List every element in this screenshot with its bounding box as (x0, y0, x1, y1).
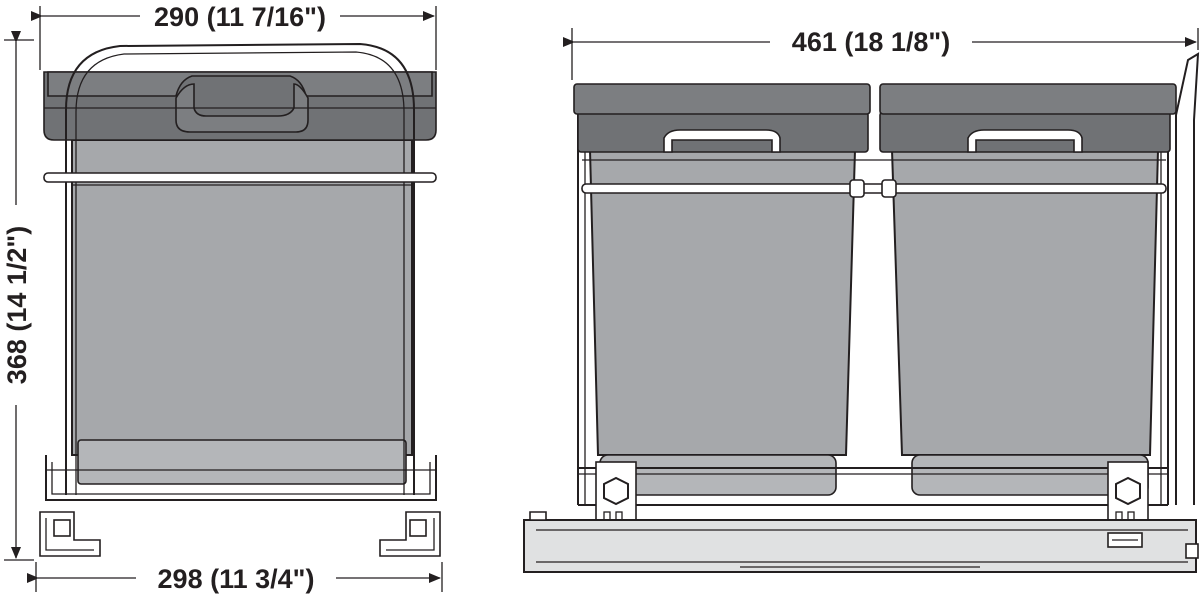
right-base-tray (523, 519, 1197, 573)
right-lid-right-handle (967, 129, 1083, 153)
left-rail-rod (43, 172, 437, 183)
dim-bottom-width-left: 298 (11 3/4") (158, 564, 315, 594)
dim-top-width-left: 290 (11 7/16") (154, 2, 326, 32)
right-pull-handle (1175, 52, 1200, 505)
right-bin-left (588, 149, 857, 456)
left-bin-body (71, 139, 413, 456)
bracket-right (1107, 461, 1149, 525)
dim-height-left: 368 (14 1/2") (2, 226, 32, 384)
right-rail-rod (581, 183, 1167, 194)
right-lid-left-handle (663, 129, 781, 153)
right-bin-right (890, 149, 1160, 456)
bracket-left (595, 461, 637, 525)
left-view: 290 (11 7/16") 368 (14 1/2") 298 (11 3/4… (2, 2, 443, 594)
right-view: 461 (18 1/8") (523, 27, 1200, 573)
left-frame (45, 455, 437, 501)
left-carry-handle (65, 42, 415, 495)
dim-top-width-right: 461 (18 1/8") (792, 27, 950, 57)
